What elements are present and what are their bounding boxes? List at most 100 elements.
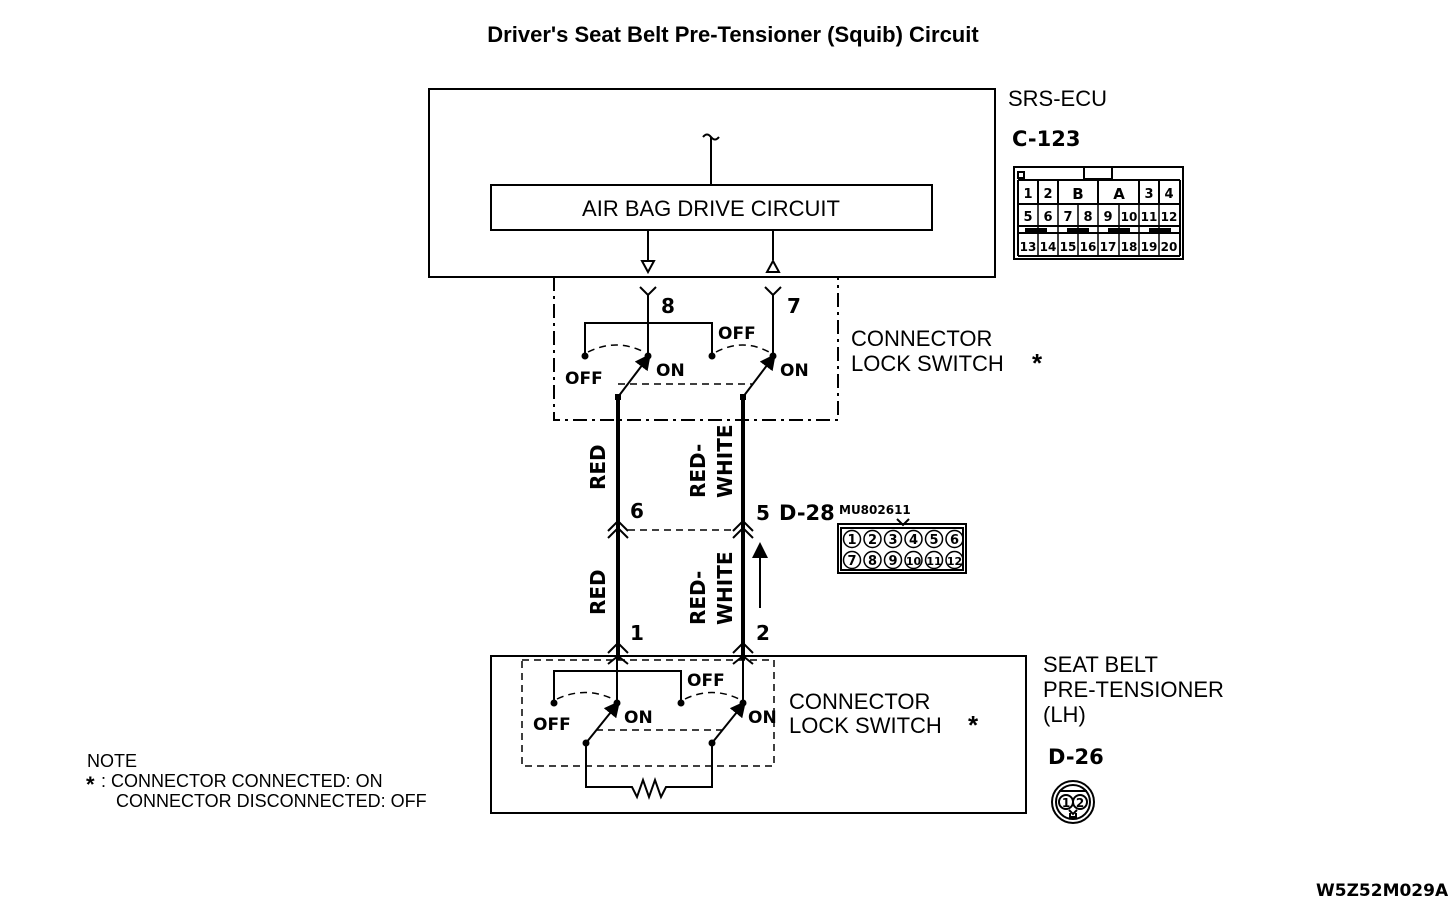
pretensioner-name-3: (LH) bbox=[1043, 702, 1086, 727]
ac-symbol-icon bbox=[702, 133, 720, 141]
ecu-pin-8: 8 bbox=[661, 294, 675, 318]
c123-pin: 1 bbox=[1023, 187, 1032, 202]
air-bag-drive-circuit-label: AIR BAG DRIVE CIRCUIT bbox=[582, 196, 840, 221]
ecu-pin-7: 7 bbox=[787, 294, 801, 318]
srs-ecu-box bbox=[428, 88, 996, 278]
d28-pin-socket bbox=[883, 550, 903, 570]
d28-pin-socket bbox=[863, 550, 882, 570]
c123-pin: 14 bbox=[1040, 240, 1057, 254]
connector-c123-face: 1 2 B A 3 4 5 6 7 8 9 10 11 12 13 14 15 … bbox=[1013, 166, 1184, 260]
c123-pin: 7 bbox=[1063, 210, 1072, 225]
d28-pin: 5 bbox=[929, 533, 938, 548]
connector-junction-icon bbox=[607, 641, 629, 654]
note-heading: NOTE bbox=[87, 751, 137, 771]
switch-blade-right bbox=[711, 700, 747, 744]
c123-pin: 13 bbox=[1020, 240, 1037, 254]
squib-resistor-icon bbox=[585, 743, 713, 801]
d28-pin-socket bbox=[945, 529, 964, 549]
wire-color-label: RED- bbox=[686, 571, 710, 625]
d28-pin: 6 bbox=[950, 533, 959, 548]
c123-pin: 6 bbox=[1043, 210, 1052, 225]
wire-color-label: WHITE bbox=[713, 424, 737, 498]
d28-pin-socket bbox=[924, 550, 944, 570]
c123-pin: 12 bbox=[1161, 210, 1178, 224]
connector-junction-icon bbox=[607, 519, 629, 539]
figure-code: W5Z52M029A bbox=[1316, 881, 1449, 901]
terminal-7-icon bbox=[764, 286, 782, 297]
note-asterisk: * bbox=[86, 772, 95, 797]
d28-pin-socket bbox=[883, 529, 903, 549]
c123-pin: 17 bbox=[1100, 240, 1117, 254]
ecu-connector-id: C-123 bbox=[1012, 127, 1080, 151]
c123-pin: 20 bbox=[1161, 240, 1178, 254]
lower-lock-switch-region bbox=[521, 659, 775, 767]
d28-pin: 11 bbox=[926, 555, 941, 568]
contact-dot bbox=[708, 352, 716, 360]
c123-pin: 19 bbox=[1141, 240, 1158, 254]
d28-pin: 12 bbox=[947, 555, 962, 568]
d26-pin: 2 bbox=[1076, 796, 1084, 810]
c123-pin: 16 bbox=[1080, 240, 1097, 254]
switch-travel-arc bbox=[556, 691, 614, 700]
c123-pin: 8 bbox=[1083, 210, 1092, 225]
state-off: OFF bbox=[718, 324, 756, 344]
d28-pin-socket bbox=[924, 529, 944, 549]
switch-blade-left bbox=[585, 700, 621, 744]
contact-dot bbox=[550, 699, 558, 707]
pivot-point bbox=[615, 394, 621, 400]
pretensioner-pin-2: 2 bbox=[756, 621, 770, 645]
output-triangle-down-icon bbox=[640, 260, 656, 275]
d28-pin-socket bbox=[863, 529, 882, 549]
d26-connector-id: D-26 bbox=[1048, 745, 1104, 769]
asterisk-marker: * bbox=[968, 710, 979, 740]
c123-pin: B bbox=[1072, 185, 1083, 203]
contact-dot bbox=[613, 699, 621, 707]
d28-pin: 4 bbox=[909, 533, 918, 548]
contact-dot bbox=[677, 699, 685, 707]
state-off: OFF bbox=[533, 715, 571, 735]
wire-color-label: RED bbox=[586, 444, 610, 490]
state-on: ON bbox=[780, 361, 809, 381]
note-line-1: : CONNECTOR CONNECTED: ON bbox=[101, 771, 383, 791]
d28-pin-socket bbox=[945, 550, 964, 570]
d28-pin: 8 bbox=[868, 554, 877, 569]
lower-lock-switch-label-1: CONNECTOR bbox=[789, 689, 930, 714]
state-off: OFF bbox=[565, 369, 603, 389]
c123-pin: 9 bbox=[1103, 210, 1112, 225]
d28-pin-6: 6 bbox=[630, 499, 644, 523]
d28-pin-socket bbox=[904, 529, 923, 549]
terminal-8-icon bbox=[639, 286, 657, 297]
switch-travel-arc bbox=[684, 691, 740, 700]
state-on: ON bbox=[748, 708, 777, 728]
c123-pin: 4 bbox=[1164, 187, 1173, 202]
d26-pin: 1 bbox=[1062, 796, 1070, 810]
contact-dot bbox=[739, 699, 747, 707]
pivot-point bbox=[740, 394, 746, 400]
state-off: OFF bbox=[687, 671, 725, 691]
srs-ecu-label: SRS-ECU bbox=[1008, 86, 1107, 111]
upper-lock-switch-region bbox=[553, 277, 839, 421]
d28-pin: 2 bbox=[868, 533, 877, 548]
switch-travel-arc bbox=[715, 344, 770, 353]
connector-junction-icon bbox=[732, 641, 754, 654]
switch-blade-right bbox=[742, 353, 776, 398]
pretensioner-box bbox=[490, 655, 1027, 814]
d28-pin: 7 bbox=[847, 554, 856, 569]
d28-connector-id: D-28 bbox=[779, 501, 835, 525]
off-bypass-line bbox=[584, 322, 713, 356]
pretensioner-pin-1: 1 bbox=[630, 621, 644, 645]
d28-part-number: MU802611 bbox=[839, 503, 911, 517]
c123-pin: 11 bbox=[1141, 210, 1158, 224]
contact-dot bbox=[581, 352, 589, 360]
c123-pin: 3 bbox=[1144, 187, 1153, 202]
contact-dot bbox=[644, 352, 652, 360]
connector-junction-icon bbox=[732, 519, 754, 539]
c123-pin: 18 bbox=[1121, 240, 1138, 254]
output-triangle-up-icon bbox=[765, 258, 781, 273]
d28-pin: 1 bbox=[847, 533, 856, 548]
lower-lock-switch-label-2: LOCK SWITCH bbox=[789, 713, 942, 738]
switch-blade-left bbox=[617, 353, 651, 398]
d28-pin: 10 bbox=[906, 555, 922, 568]
